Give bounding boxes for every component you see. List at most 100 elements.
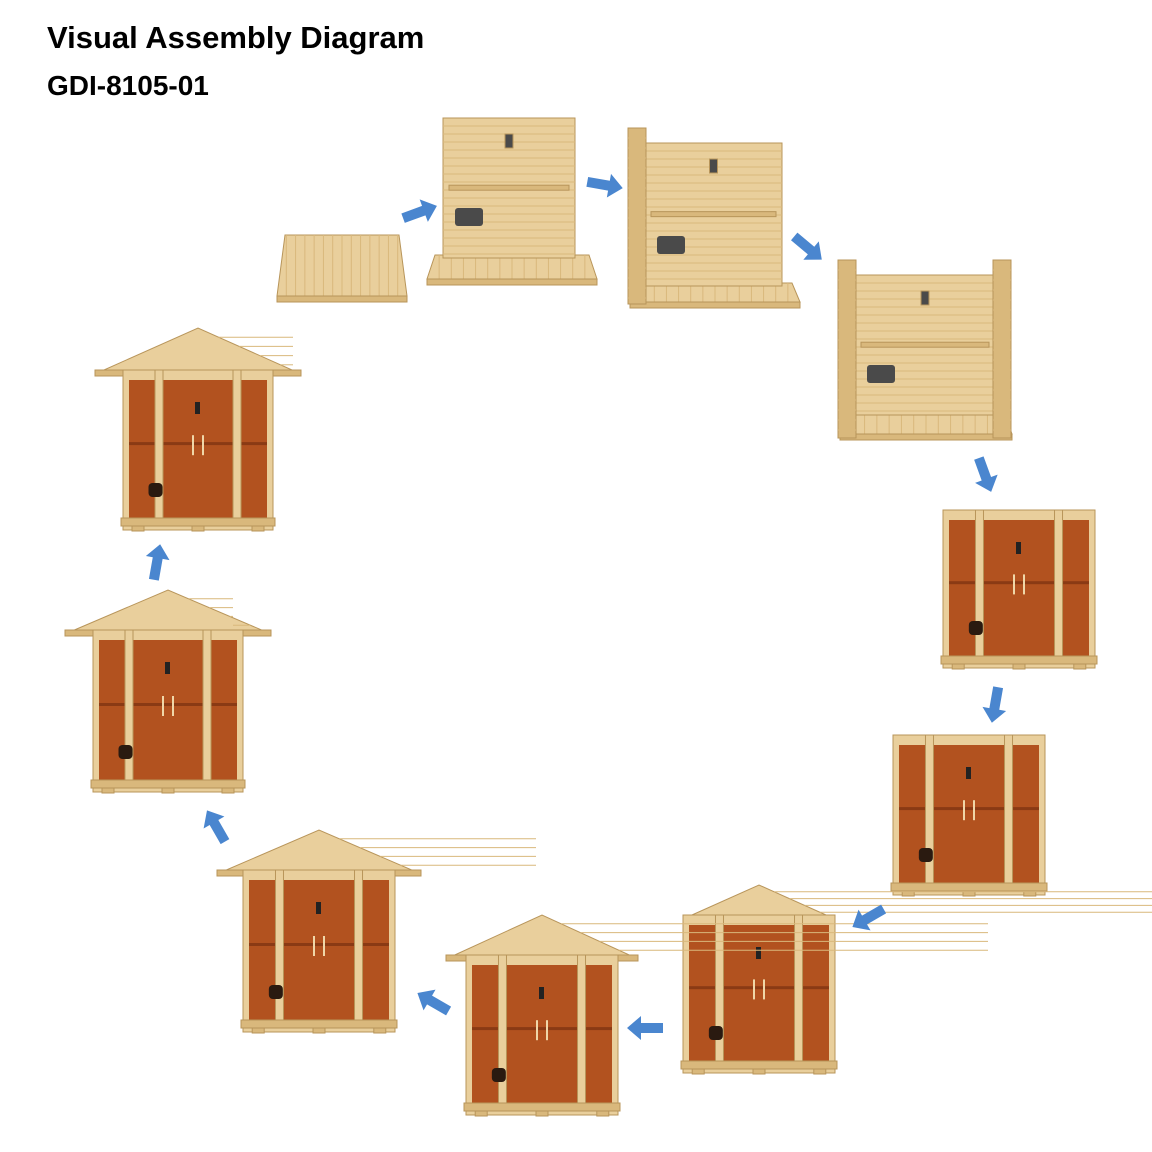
- door-handle: [763, 979, 765, 1000]
- assembly-step-4: [837, 259, 1013, 441]
- floor-edge: [426, 278, 598, 286]
- door-post: [1054, 509, 1064, 659]
- roof: [682, 884, 836, 920]
- door-post: [354, 869, 364, 1023]
- heater-icon: [918, 848, 933, 862]
- door-post: [232, 369, 242, 521]
- arrow-icon: [145, 544, 170, 581]
- door-post: [124, 629, 134, 783]
- foot: [951, 663, 965, 670]
- roof: [216, 829, 422, 875]
- bench: [99, 703, 237, 706]
- heater-icon: [118, 745, 133, 759]
- foot: [1023, 890, 1037, 897]
- foot: [962, 890, 976, 897]
- foot: [251, 1027, 265, 1034]
- assembly-step-5: [940, 509, 1098, 670]
- floor-edge: [276, 295, 408, 303]
- door-post: [154, 369, 164, 521]
- arrow-icon: [401, 199, 437, 223]
- base-rail: [940, 655, 1098, 665]
- control-panel: [920, 290, 930, 306]
- floor-edge: [629, 301, 801, 309]
- glass-front-interior: [689, 925, 829, 1061]
- base-rail: [120, 517, 276, 527]
- door-handle: [313, 936, 315, 956]
- foot: [131, 525, 145, 532]
- door-post: [974, 509, 984, 659]
- foot: [535, 1110, 549, 1117]
- door-post: [274, 869, 284, 1023]
- door-post: [497, 954, 507, 1106]
- base-rail: [680, 1060, 838, 1070]
- floor-edge: [839, 433, 1013, 441]
- bench: [129, 442, 267, 446]
- glass-front-interior: [249, 880, 389, 1020]
- glass-front-interior: [472, 965, 612, 1103]
- door-handle: [323, 936, 325, 956]
- foot: [251, 525, 265, 532]
- glass-front-interior: [949, 520, 1089, 656]
- assembly-step-8: [445, 914, 988, 1117]
- foot: [752, 1068, 766, 1075]
- bench: [860, 341, 990, 348]
- assembly-step-6: [890, 734, 1048, 897]
- assembly-step-10: [64, 589, 272, 794]
- heater-icon: [708, 1026, 723, 1040]
- page-title: Visual Assembly Diagram: [47, 20, 425, 55]
- door-handle: [192, 435, 194, 456]
- door-handle: [753, 979, 755, 1000]
- arrow-icon: [203, 810, 230, 845]
- foot: [161, 787, 175, 794]
- base-rail: [90, 779, 246, 789]
- heater-icon: [148, 483, 163, 497]
- heater-icon: [455, 208, 483, 226]
- control-panel: [165, 662, 170, 674]
- control-panel: [709, 158, 718, 174]
- arrow-icon: [417, 989, 452, 1016]
- foot: [312, 1027, 326, 1034]
- glass-front-interior: [129, 380, 267, 518]
- bench: [689, 986, 829, 990]
- foot: [901, 890, 915, 897]
- door-post: [577, 954, 587, 1106]
- door-handle: [963, 800, 965, 821]
- heater-icon: [968, 621, 983, 635]
- bench: [899, 807, 1039, 811]
- assembly-step-1: [276, 234, 408, 303]
- door-handle: [202, 435, 204, 456]
- control-panel: [195, 402, 200, 414]
- door-post: [714, 914, 724, 1064]
- foot: [691, 1068, 705, 1075]
- side-wall: [992, 259, 1012, 439]
- assembly-step-2: [426, 117, 598, 286]
- roof: [445, 914, 639, 960]
- arrow-icon: [586, 173, 623, 198]
- bench: [949, 581, 1089, 585]
- bench: [448, 184, 570, 191]
- foot: [1073, 663, 1087, 670]
- door-handle: [536, 1020, 538, 1041]
- control-panel: [756, 947, 761, 959]
- foot: [373, 1027, 387, 1034]
- foot: [813, 1068, 827, 1075]
- foot: [221, 787, 235, 794]
- assembly-step-7: [680, 884, 1152, 1075]
- foot: [474, 1110, 488, 1117]
- door-post: [202, 629, 212, 783]
- door-handle: [162, 696, 164, 716]
- roof: [94, 327, 302, 375]
- assembly-step-3: [627, 127, 801, 309]
- roof: [64, 589, 272, 635]
- door-handle: [973, 800, 975, 821]
- foot: [1012, 663, 1026, 670]
- door-handle: [1023, 574, 1025, 595]
- base-rail: [463, 1102, 621, 1112]
- bench: [249, 943, 389, 946]
- arrow-icon: [974, 456, 998, 492]
- heater-icon: [657, 236, 685, 254]
- door-post: [794, 914, 804, 1064]
- base-rail: [890, 882, 1048, 892]
- side-wall: [837, 259, 857, 439]
